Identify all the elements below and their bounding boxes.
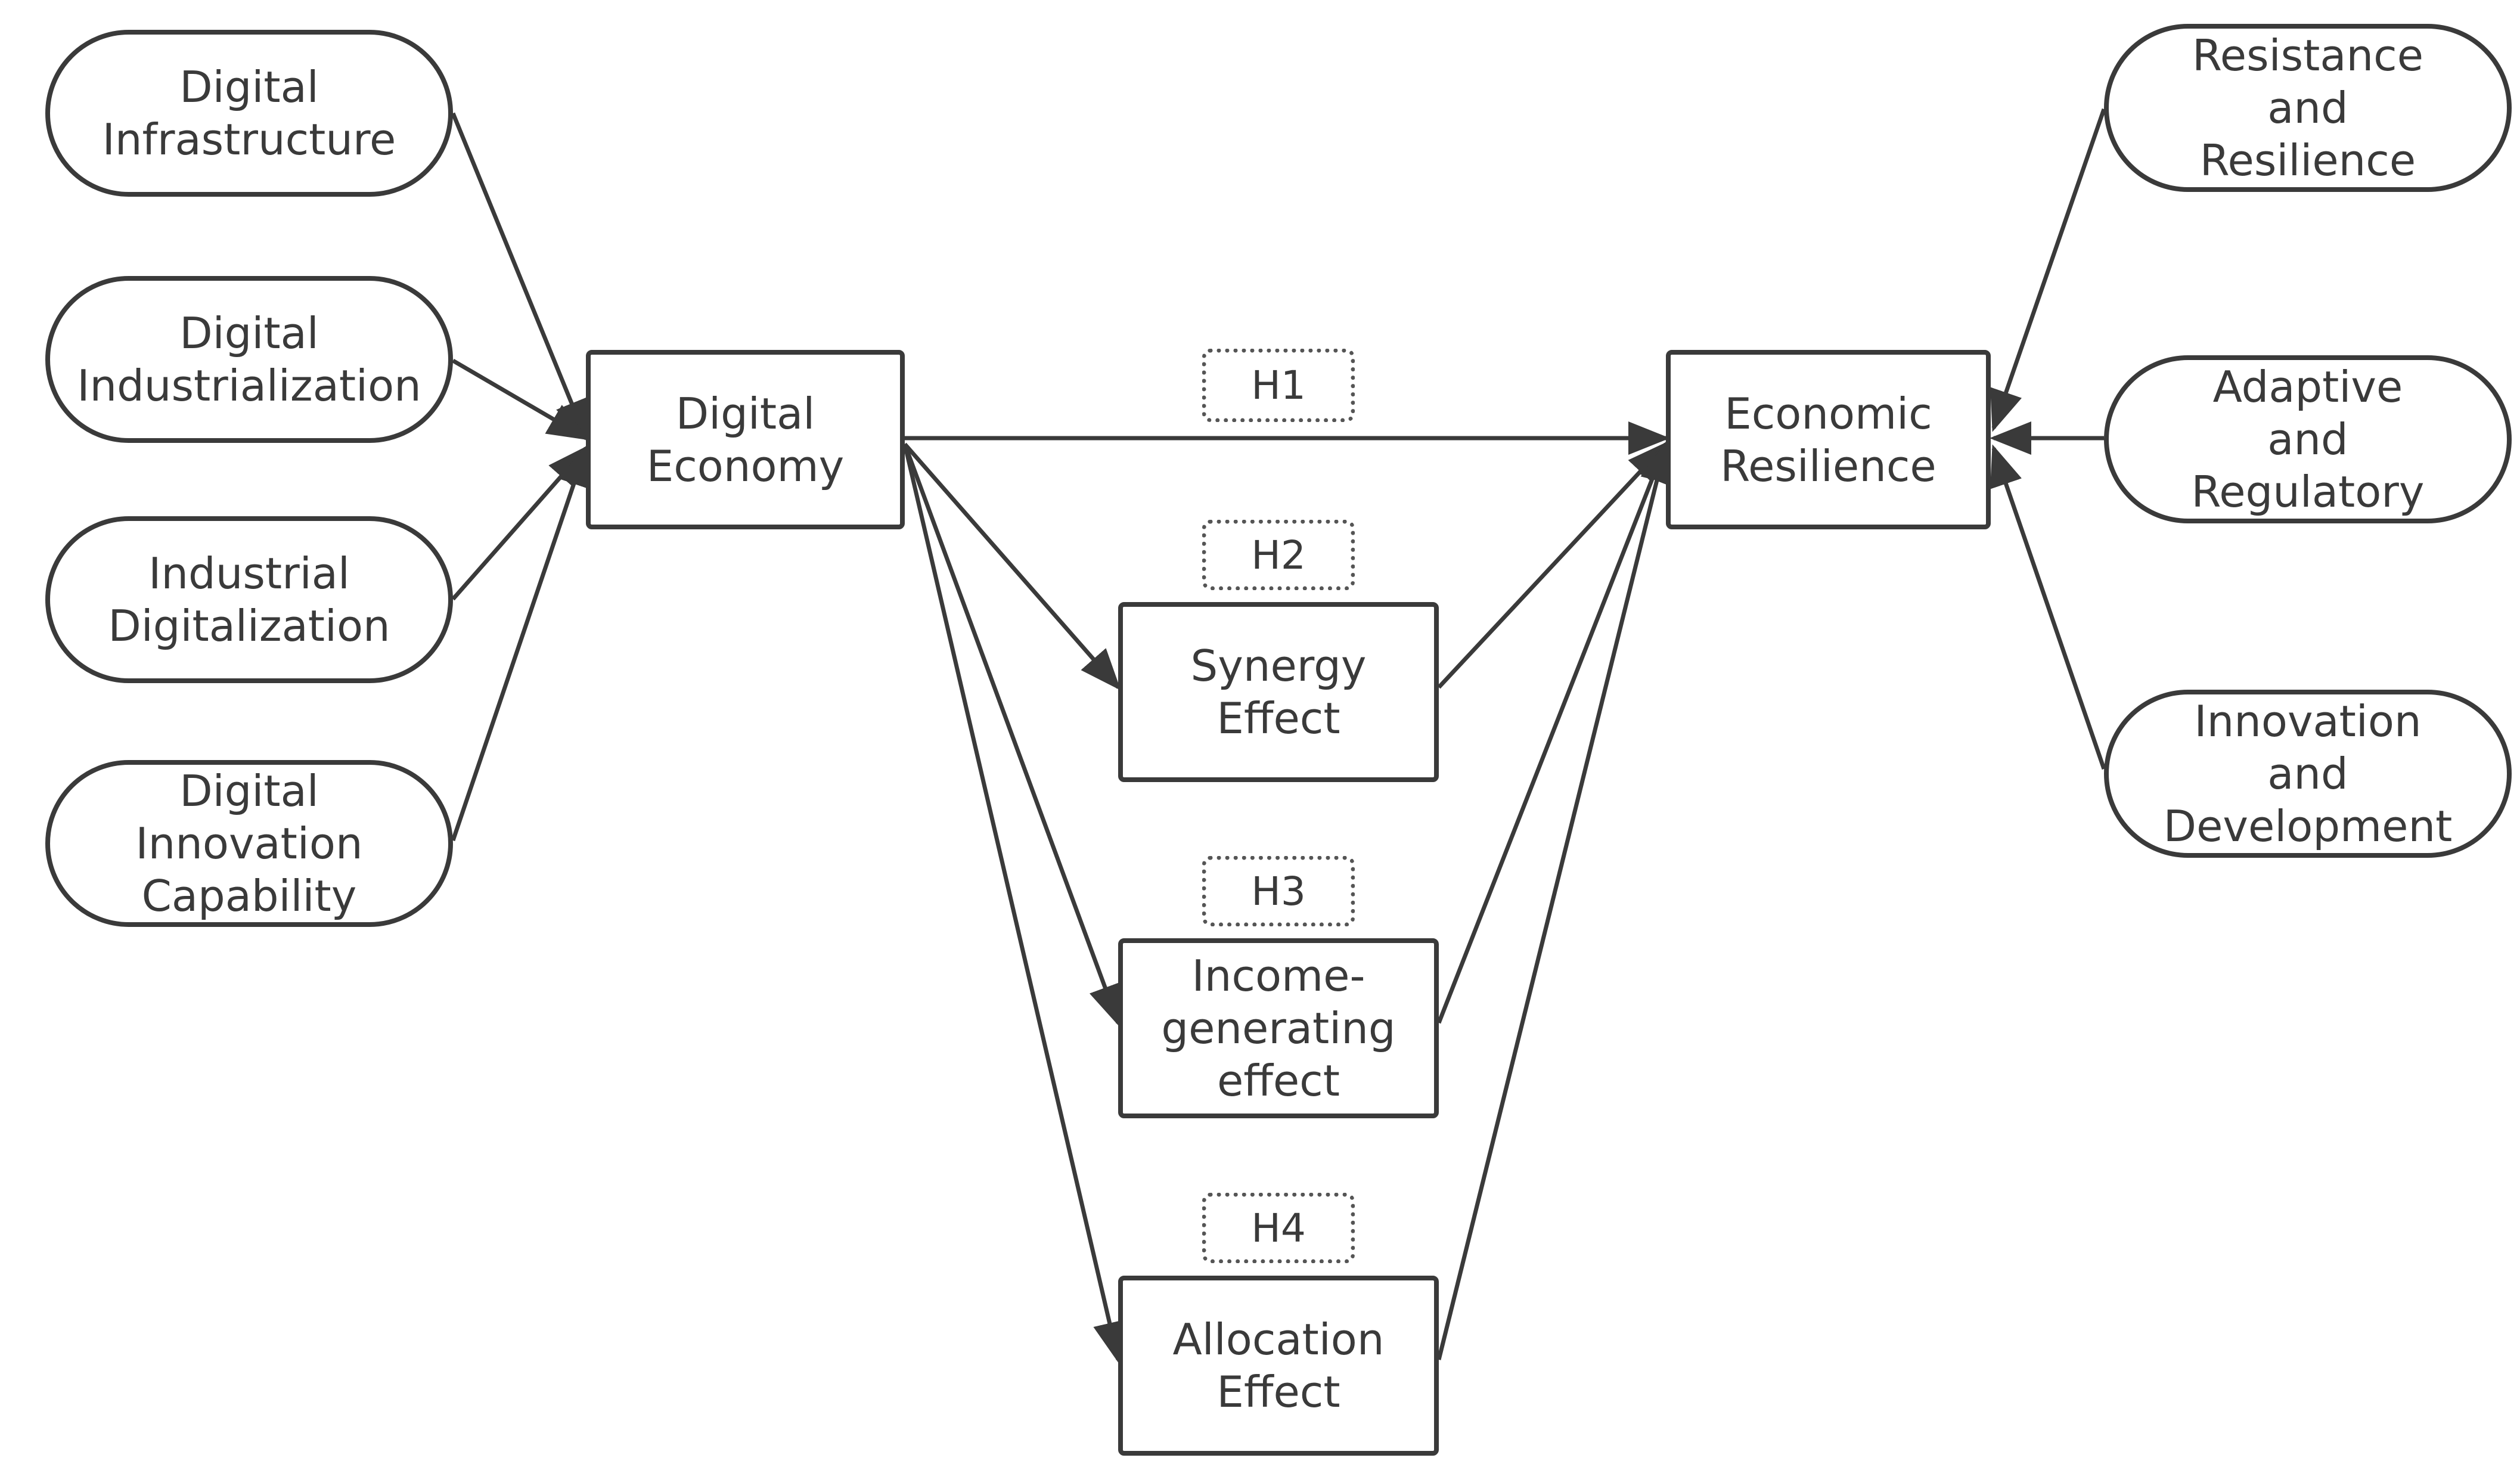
arrow-infrastructure-to-digital-economy [451, 112, 588, 442]
node-synergy-effect: Synergy Effect [1118, 602, 1439, 782]
label-synergy-effect: Synergy Effect [1190, 641, 1367, 743]
node-innovation-and-development: Innovation and Development [2104, 690, 2512, 858]
node-digital-industrialization: Digital Industrialization [45, 276, 453, 443]
arrow-industrialization-to-digital-economy [452, 358, 590, 441]
arrow-innovation-development-to-economic-resilience [1990, 444, 2106, 770]
node-resistance-and-resilience: Resistance and Resilience [2104, 24, 2512, 192]
node-digital-innovation-capability: Digital Innovation Capability [45, 760, 453, 927]
label-digital-infrastructure: Digital Infrastructure [102, 62, 396, 165]
label-h1: H1 [1251, 362, 1306, 408]
arrow-digital-economy-to-allocation-effect [902, 443, 1126, 1364]
label-income-generating-effect: Income- generating effect [1161, 951, 1396, 1106]
arrow-allocation-effect-to-economic-resilience [1436, 440, 1674, 1360]
label-adaptive-and-regulatory: Adaptive and Regulatory [2191, 362, 2425, 517]
label-h3: H3 [1251, 868, 1306, 914]
hypothesis-h4-tag: H4 [1202, 1193, 1355, 1263]
node-allocation-effect: Allocation Effect [1118, 1276, 1439, 1456]
arrow-synergy-effect-to-economic-resilience [1437, 441, 1669, 689]
hypothesis-h1-tag: H1 [1202, 349, 1355, 422]
label-digital-industrialization: Digital Industrialization [77, 308, 421, 411]
label-allocation-effect: Allocation Effect [1172, 1314, 1385, 1417]
arrow-digitalization-to-digital-economy [451, 445, 589, 601]
hypothesis-h2-tag: H2 [1202, 520, 1355, 590]
node-industrial-digitalization: Industrial Digitalization [45, 516, 453, 683]
label-innovation-and-development: Innovation and Development [2163, 696, 2453, 851]
arrow-resistance-to-economic-resilience [1990, 108, 2106, 432]
label-digital-innovation-capability: Digital Innovation Capability [135, 766, 363, 921]
label-economic-resilience: Economic Resilience [1720, 388, 1936, 491]
label-digital-economy: Digital Economy [646, 388, 845, 491]
label-industrial-digitalization: Industrial Digitalization [108, 548, 390, 651]
node-digital-infrastructure: Digital Infrastructure [45, 30, 453, 197]
arrow-digital-economy-to-income-generating-effect [902, 443, 1121, 1027]
arrow-innovation-capability-to-digital-economy [451, 444, 590, 842]
node-income-generating-effect: Income- generating effect [1118, 938, 1439, 1118]
node-adaptive-and-regulatory: Adaptive and Regulatory [2104, 355, 2512, 523]
node-economic-resilience: Economic Resilience [1666, 350, 1991, 529]
label-h2: H2 [1251, 532, 1306, 578]
label-resistance-and-resilience: Resistance and Resilience [2192, 30, 2423, 185]
node-digital-economy: Digital Economy [586, 350, 905, 529]
arrow-digital-economy-to-synergy-effect [903, 442, 1121, 691]
label-h4: H4 [1251, 1205, 1306, 1251]
arrow-income-generating-effect-to-economic-resilience [1436, 440, 1668, 1024]
hypothesis-h3-tag: H3 [1202, 856, 1355, 926]
